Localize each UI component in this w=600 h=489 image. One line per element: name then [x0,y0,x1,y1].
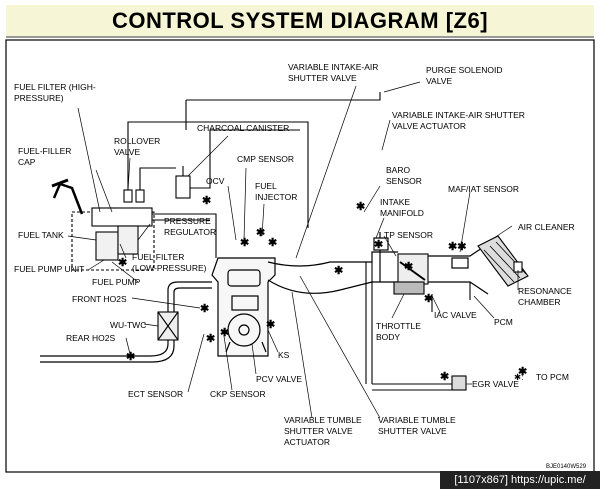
label-baro-1: BARO [386,165,410,175]
label-charcoal-canister: CHARCOAL CANISTER [197,123,289,133]
label-pressure-regulator-2: REGULATOR [164,227,216,237]
svg-text:✱: ✱ [268,237,277,249]
labels: FUEL FILTER (HIGH- PRESSURE) FUEL-FILLER… [14,62,587,470]
label-iac-valve: IAC VALVE [434,310,477,320]
label-fuel-filter-high-1: FUEL FILTER (HIGH- [14,82,96,92]
engine [211,257,276,357]
label-var-tumble-valve-1: VARIABLE TUMBLE [378,415,456,425]
title-banner: CONTROL SYSTEM DIAGRAM [Z6] [6,5,594,38]
svg-text:✱: ✱ [518,366,527,378]
sensor-markers: ✱ ✱ ✱ ✱ ✱ ✱ ✱ ✱ ✱✱ ✱ ✱ ✱ ✱ ✱ ✱ ✱ ✱ ✱ [118,195,527,383]
label-purge-solenoid-1: PURGE SOLENOID [426,65,503,75]
label-intake-manifold-2: MANIFOLD [380,208,424,218]
label-fuel-filler-cap-2: CAP [18,157,36,167]
svg-text:✱: ✱ [256,227,265,239]
leader-lines [67,81,519,419]
label-throttle-body-1: THROTTLE [376,321,421,331]
label-var-intake-actuator-2: VALVE ACTUATOR [392,121,466,131]
hoses [127,92,471,384]
label-ks: KS [278,350,290,360]
legend-symbol: ✱: [514,372,523,382]
svg-text:✱: ✱ [424,293,433,305]
svg-text:✱: ✱ [404,261,413,273]
svg-text:✱: ✱ [356,201,365,213]
label-rollover-2: VALVE [114,147,140,157]
label-throttle-body-2: BODY [376,332,400,342]
label-fuel-filter-low-1: FUEL FILTER [132,252,184,262]
label-intake-manifold-1: INTAKE [380,197,410,207]
label-var-tumble-actuator-2: SHUTTER VALVE [284,426,353,436]
wu-twc [157,311,179,341]
label-var-tumble-actuator-1: VARIABLE TUMBLE [284,415,362,425]
label-fuel-pump: FUEL PUMP [92,277,141,287]
figure-code: BJE0140W529 [546,464,587,470]
diagram-border [5,39,595,473]
label-resonance-1: RESONANCE [518,286,572,296]
label-pcm: PCM [494,317,513,327]
svg-text:✱: ✱ [118,257,127,269]
label-var-intake-valve-2: SHUTTER VALVE [288,73,357,83]
label-front-ho2s: FRONT HO2S [72,294,127,304]
label-air-cleaner: AIR CLEANER [518,222,575,232]
label-var-intake-valve-1: VARIABLE INTAKE-AIR [288,62,378,72]
air-cleaner [477,235,529,287]
intake-manifold [267,232,398,294]
label-ckp-sensor: CKP SENSOR [210,389,266,399]
svg-text:✱: ✱ [220,327,229,339]
label-tp-sensor: TP SENSOR [384,230,433,240]
label-pressure-regulator-1: PRESSURE [164,216,211,226]
page-title: CONTROL SYSTEM DIAGRAM [Z6] [111,8,489,33]
svg-text:✱: ✱ [440,371,449,383]
label-var-tumble-actuator-3: ACTUATOR [284,437,330,447]
svg-text:✱: ✱ [374,239,383,251]
label-rollover-1: ROLLOVER [114,136,160,146]
label-fuel-filter-high-2: PRESSURE) [14,93,64,103]
label-maf-iat: MAF/IAT SENSOR [448,184,519,194]
label-resonance-2: CHAMBER [518,297,561,307]
svg-text:✱: ✱ [240,237,249,249]
label-fuel-filter-low-2: (LOW-PRESSURE) [132,263,207,273]
fuel-tank [51,178,155,271]
label-var-intake-actuator-1: VARIABLE INTAKE-AIR SHUTTER [392,110,525,120]
label-fuel-injector-2: INJECTOR [255,192,297,202]
svg-text:✱: ✱ [206,333,215,345]
svg-text:✱: ✱ [126,351,135,363]
label-cmp-sensor: CMP SENSOR [237,154,294,164]
label-ocv: OCV [206,176,225,186]
charcoal-canister [175,166,191,199]
label-egr-valve: EGR VALVE [472,379,519,389]
label-ect-sensor: ECT SENSOR [128,389,183,399]
label-fuel-tank: FUEL TANK [18,230,64,240]
throttle-body [393,253,429,295]
label-fuel-injector-1: FUEL [255,181,277,191]
exhaust [40,281,212,363]
label-rear-ho2s: REAR HO2S [66,333,115,343]
svg-text:✱: ✱ [266,319,275,331]
egr-valve [372,375,467,391]
svg-text:✱: ✱ [200,303,209,315]
svg-text:✱: ✱ [334,265,343,277]
rollover-valve [123,189,145,203]
watermark: [1107x867] https://upic.me/ [440,471,600,489]
svg-text:✱: ✱ [202,195,211,207]
label-pcv-valve: PCV VALVE [256,374,302,384]
label-fuel-filler-cap-1: FUEL-FILLER [18,146,71,156]
svg-text:✱✱: ✱✱ [448,241,466,253]
label-purge-solenoid-2: VALVE [426,76,452,86]
label-baro-2: SENSOR [386,176,422,186]
label-var-tumble-valve-2: SHUTTER VALVE [378,426,447,436]
label-fuel-pump-unit: FUEL PUMP UNIT [14,264,84,274]
label-to-pcm: TO PCM [536,372,569,382]
label-wu-twc: WU-TWC [110,320,146,330]
